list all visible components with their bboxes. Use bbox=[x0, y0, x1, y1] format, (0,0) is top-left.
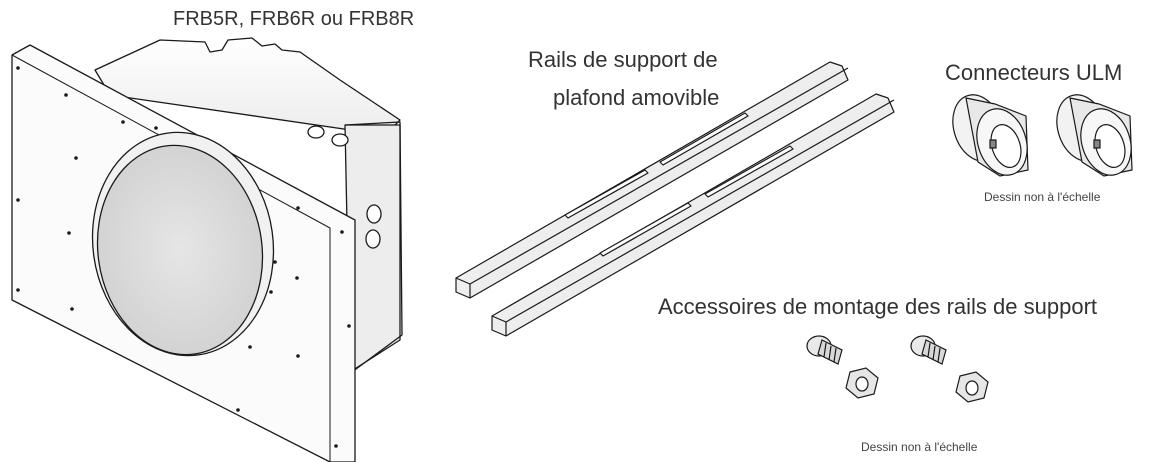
ceiling-rails bbox=[456, 62, 894, 336]
rails-label-line1: Rails de support de bbox=[528, 47, 718, 72]
rail-slot bbox=[565, 170, 648, 218]
knockout-hole bbox=[366, 230, 380, 248]
nut-2 bbox=[956, 372, 988, 402]
rail-slot bbox=[600, 203, 691, 256]
ulm-connector-2 bbox=[1049, 88, 1140, 182]
knockout-hole bbox=[367, 205, 381, 223]
hardware-label: Accessoires de montage des rails de supp… bbox=[658, 294, 1098, 319]
speaker-grille bbox=[84, 135, 276, 366]
ulm-connector-1 bbox=[945, 88, 1036, 182]
connectors-scale-note: Dessin non à l'échelle bbox=[984, 190, 1101, 204]
knockout-hole bbox=[308, 126, 324, 138]
mounting-hardware bbox=[807, 336, 988, 402]
rail-slot bbox=[705, 146, 793, 197]
connectors-label: Connecteurs ULM bbox=[945, 60, 1123, 85]
rails-label-line2: plafond amovible bbox=[553, 85, 720, 110]
hardware-scale-note: Dessin non à l'échelle bbox=[861, 440, 978, 454]
nut-1 bbox=[846, 368, 878, 398]
screw-1 bbox=[807, 336, 842, 364]
knockout-hole bbox=[332, 134, 348, 146]
speaker-enclosure bbox=[12, 38, 402, 462]
screw-2 bbox=[911, 336, 946, 364]
speaker-models-label: FRB5R, FRB6R ou FRB8R bbox=[173, 8, 415, 30]
rail-slot bbox=[660, 113, 748, 165]
